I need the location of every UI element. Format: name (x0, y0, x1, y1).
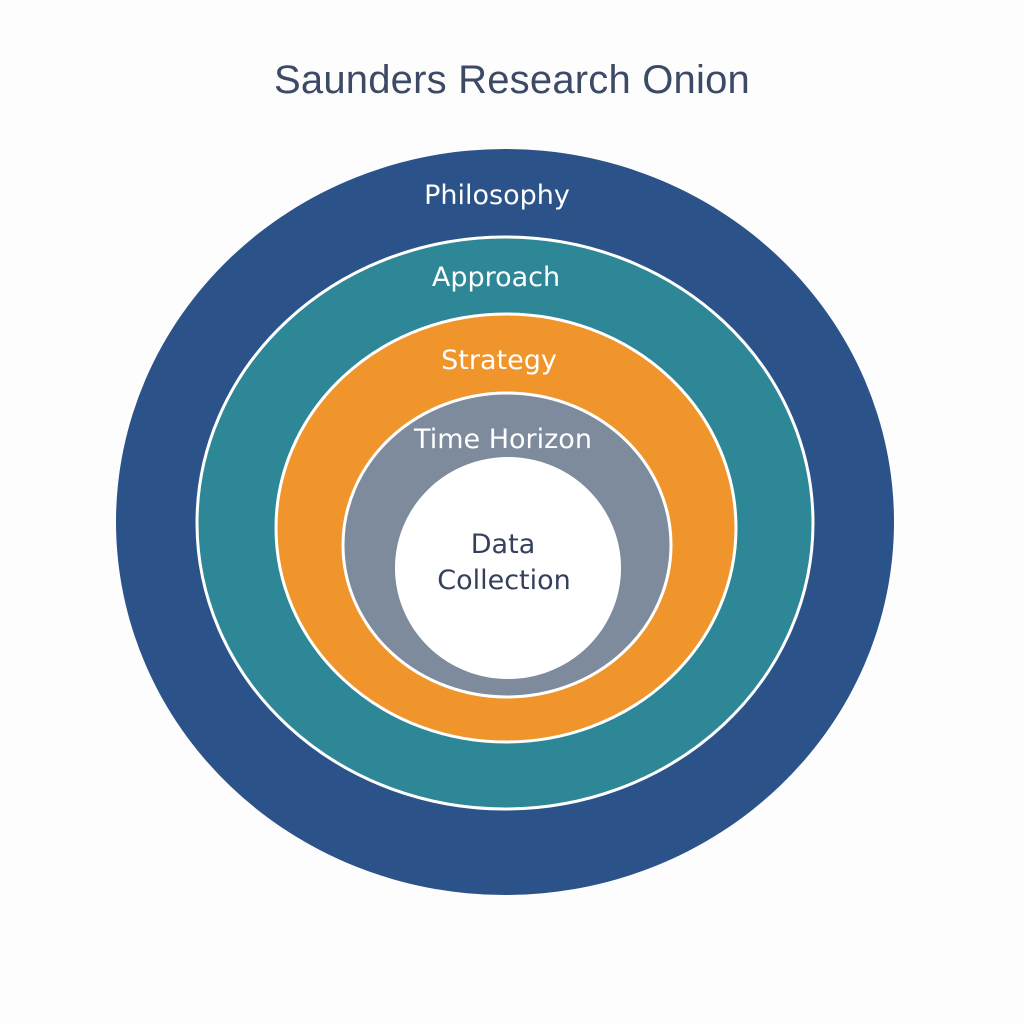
core-label-line1: Data (471, 529, 535, 560)
core-circle-data-collection (395, 457, 621, 679)
diagram-title: Saunders Research Onion (274, 58, 750, 102)
layer-label-strategy: Strategy (441, 345, 557, 376)
layer-label-philosophy: Philosophy (424, 180, 570, 211)
layer-label-approach: Approach (432, 262, 560, 293)
core-label-line2: Collection (437, 565, 571, 596)
layer-label-time-horizon: Time Horizon (413, 424, 592, 455)
